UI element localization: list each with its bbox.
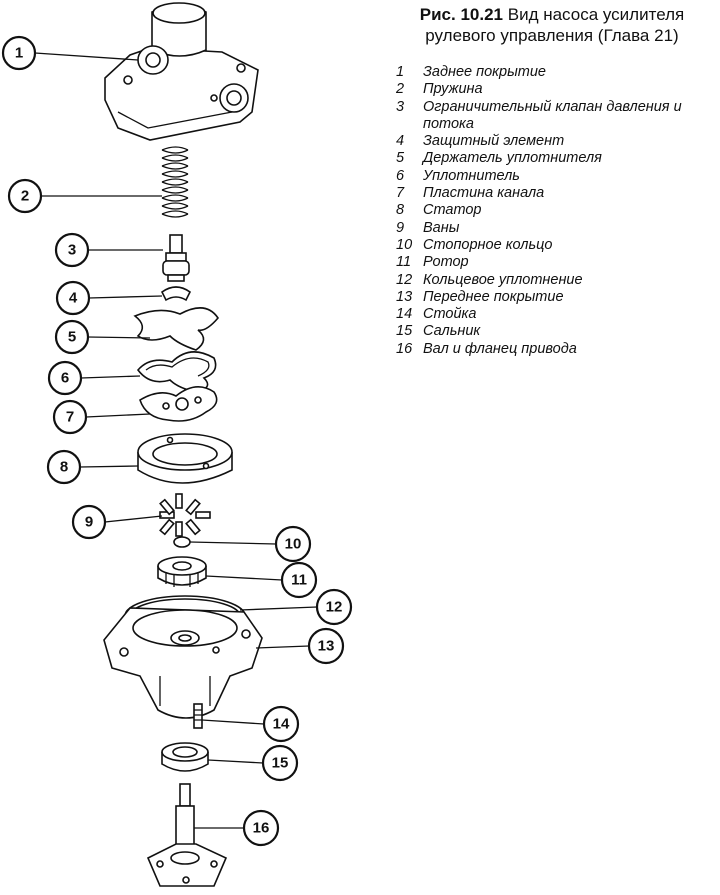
svg-text:13: 13 <box>318 638 335 655</box>
part-1-rear-cover <box>104 2 259 141</box>
svg-text:16: 16 <box>253 820 270 837</box>
callout-6: 6 <box>47 360 83 396</box>
callout-10: 10 <box>274 525 312 563</box>
figure-number: Рис. 10.21 <box>419 5 503 24</box>
part-4-protective-element <box>160 286 192 302</box>
svg-text:14: 14 <box>273 716 290 733</box>
callout-4: 4 <box>55 280 91 316</box>
svg-text:1: 1 <box>15 45 23 62</box>
callout-1: 1 <box>1 35 37 71</box>
svg-text:4: 4 <box>69 290 78 307</box>
part-16-drive-shaft-flange <box>146 783 228 887</box>
part-10-retaining-ring <box>173 536 191 548</box>
svg-text:11: 11 <box>291 572 307 589</box>
callout-14: 14 <box>262 705 300 743</box>
callout-13: 13 <box>307 627 345 665</box>
part-13-front-cover <box>103 607 263 719</box>
part-9-vanes <box>159 493 211 537</box>
part-6-seal <box>136 351 217 393</box>
part-11-rotor <box>157 556 207 587</box>
callout-15: 15 <box>261 744 299 782</box>
leader-lines <box>34 52 318 829</box>
part-7-channel-plate <box>139 386 218 422</box>
figure-title-line-2: рулевого управления (Глава 21) <box>425 26 679 45</box>
part-15-oil-seal <box>161 742 209 772</box>
callout-11: 11 <box>280 561 318 599</box>
callout-12: 12 <box>315 588 353 626</box>
svg-text:3: 3 <box>68 242 76 259</box>
callout-7: 7 <box>52 399 88 435</box>
svg-text:12: 12 <box>326 599 343 616</box>
part-3-pressure-valve <box>162 234 190 282</box>
caption-line-1: Рис. 10.21 Вид насоса усилителя <box>388 4 716 25</box>
callout-3: 3 <box>54 232 90 268</box>
svg-text:15: 15 <box>272 755 289 772</box>
part-2-spring <box>161 146 189 218</box>
callout-8: 8 <box>46 449 82 485</box>
figure-caption: Рис. 10.21 Вид насоса усилителя рулевого… <box>388 4 716 46</box>
part-14-stud <box>193 703 203 729</box>
callout-5: 5 <box>54 319 90 355</box>
svg-text:10: 10 <box>285 536 302 553</box>
svg-text:8: 8 <box>60 459 68 476</box>
svg-text:6: 6 <box>61 370 69 387</box>
figure-title-line-1: Вид насоса усилителя <box>507 5 685 24</box>
part-8-stator <box>137 433 233 484</box>
svg-text:5: 5 <box>68 329 76 346</box>
svg-text:7: 7 <box>66 409 74 426</box>
callout-9: 9 <box>71 504 107 540</box>
part-5-seal-holder <box>133 307 220 351</box>
callout-16: 16 <box>242 809 280 847</box>
svg-text:9: 9 <box>85 514 93 531</box>
callout-2: 2 <box>7 178 43 214</box>
svg-text:2: 2 <box>21 188 29 205</box>
